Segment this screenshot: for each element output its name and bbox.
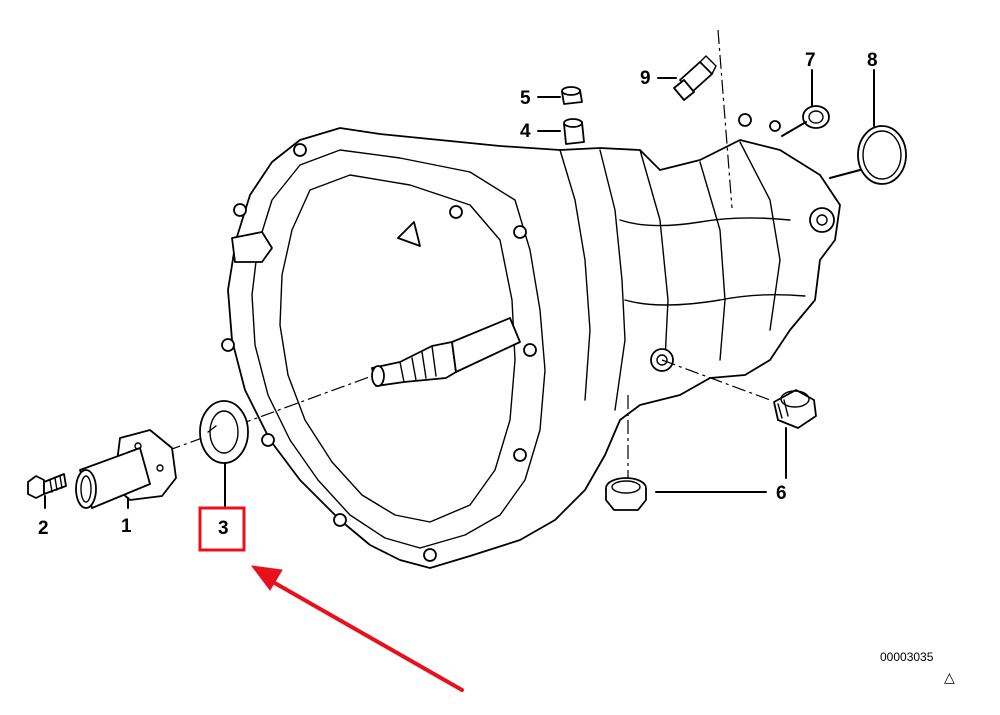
callout-6: 6 bbox=[776, 483, 787, 504]
callout-5: 5 bbox=[520, 88, 531, 109]
revision-triangle-icon: △ bbox=[944, 669, 955, 685]
sensor-axis-line bbox=[717, 29, 733, 209]
sensor-part-9 bbox=[673, 55, 717, 101]
guide-tube-part-1 bbox=[75, 429, 177, 509]
leader-lines bbox=[44, 69, 875, 509]
side-axis-line bbox=[661, 359, 771, 401]
callout-8: 8 bbox=[867, 50, 878, 71]
highlight-box-part-3 bbox=[198, 506, 246, 552]
screw-plug-part-6-upper bbox=[773, 389, 817, 429]
transmission-housing bbox=[221, 113, 841, 569]
callout-3: 3 bbox=[218, 518, 229, 539]
shaft-seal-part-3 bbox=[199, 400, 249, 464]
screw-plug-part-6-lower bbox=[605, 477, 647, 511]
callout-9: 9 bbox=[640, 68, 651, 89]
callout-2: 2 bbox=[38, 518, 49, 539]
seal-ring-part-7 bbox=[802, 105, 830, 129]
red-pointer-arrow bbox=[250, 565, 464, 692]
callout-4: 4 bbox=[520, 121, 531, 142]
bolt-part-2 bbox=[27, 473, 67, 499]
drawing-number: 00003035 bbox=[880, 650, 934, 664]
callout-1: 1 bbox=[121, 516, 132, 537]
bushing-part-4 bbox=[563, 118, 585, 145]
o-ring-part-8 bbox=[857, 125, 907, 185]
cap-part-5 bbox=[561, 86, 583, 105]
callout-7: 7 bbox=[805, 50, 816, 71]
